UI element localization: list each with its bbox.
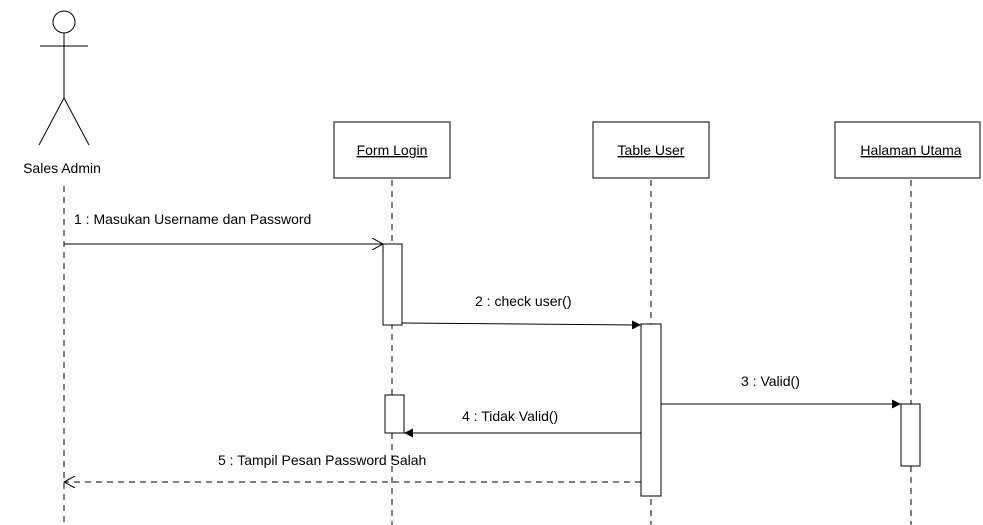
message-4-label: 4 : Tidak Valid() bbox=[462, 408, 558, 424]
message-1-label: 1 : Masukan Username dan Password bbox=[74, 211, 311, 227]
lifeline-form-login-label: Form Login bbox=[357, 142, 428, 158]
lifeline-halaman-utama-label: Halaman Utama bbox=[860, 142, 961, 158]
activation-form-login-1 bbox=[382, 243, 403, 326]
message-3-label: 3 : Valid() bbox=[741, 373, 800, 389]
message-2-label: 2 : check user() bbox=[475, 293, 571, 309]
lifeline-form-login-box: Form Login bbox=[333, 121, 451, 179]
activation-table-user bbox=[640, 323, 662, 497]
actor-right-leg bbox=[63, 97, 90, 146]
actor-label: Sales Admin bbox=[23, 160, 101, 176]
lifeline-table-user-label: Table User bbox=[618, 142, 685, 158]
activation-halaman-utama bbox=[900, 403, 921, 467]
message-2-arrow bbox=[401, 320, 642, 330]
actor-left-leg bbox=[38, 97, 65, 146]
lifeline-halaman-utama-box: Halaman Utama bbox=[834, 121, 981, 179]
actor-head bbox=[52, 10, 76, 34]
activation-form-login-2 bbox=[384, 394, 405, 434]
message-5-label: 5 : Tampil Pesan Password Salah bbox=[218, 452, 426, 468]
lifeline-table-user-box: Table User bbox=[592, 121, 710, 179]
actor-sales-admin: Sales Admin bbox=[23, 10, 101, 176]
